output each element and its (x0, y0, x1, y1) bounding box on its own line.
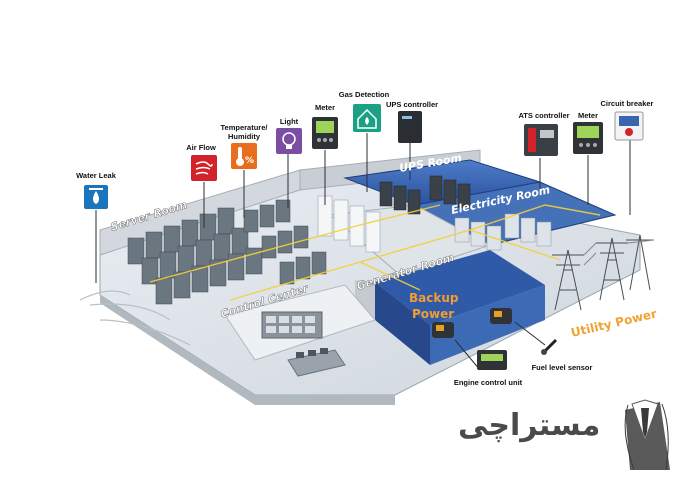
label-light: Light (280, 117, 299, 126)
electrical-panels (454, 213, 552, 251)
svg-text:%: % (245, 156, 254, 166)
label-ats-controller: ATS controller (518, 111, 569, 120)
label-temperature: Temperature/ (221, 123, 269, 132)
ups-icon (398, 111, 422, 143)
operator-desk (287, 349, 346, 377)
label-air-flow: Air Flow (186, 143, 216, 152)
white-cabinets (317, 195, 381, 253)
room-backup-line1: Backup (409, 291, 459, 305)
generator-left (432, 322, 454, 338)
power-lines (149, 204, 601, 301)
logo-text: مستراچی (458, 408, 601, 443)
label-fuel-level-sensor: Fuel level sensor (532, 363, 593, 372)
backup-power-room (375, 250, 545, 325)
label-meter-left: Meter (315, 103, 335, 112)
label-circuit-breaker: Circuit breaker (601, 99, 654, 108)
label-ups-controller: UPS controller (386, 100, 438, 109)
backup-room-front (375, 282, 430, 365)
label-water-leak: Water Leak (76, 171, 117, 180)
utility-power-towers (552, 234, 655, 311)
cables (79, 290, 191, 346)
room-utility-power: Utility Power (570, 307, 659, 340)
label-meter-right: Meter (578, 111, 598, 120)
generator-right (490, 308, 512, 324)
label-engine-control-unit: Engine control unit (454, 378, 523, 387)
label-gas-detection: Gas Detection (339, 90, 390, 99)
logo-emblem (624, 399, 670, 471)
sensor-leader-lines (95, 133, 631, 371)
server-racks (127, 199, 327, 305)
light-bulb-icon (276, 128, 302, 154)
control-wall-screens (261, 311, 323, 339)
ups-cabinets (379, 175, 471, 215)
room-backup-line2: Power (412, 307, 454, 321)
label-humidity: Humidity (228, 132, 261, 141)
